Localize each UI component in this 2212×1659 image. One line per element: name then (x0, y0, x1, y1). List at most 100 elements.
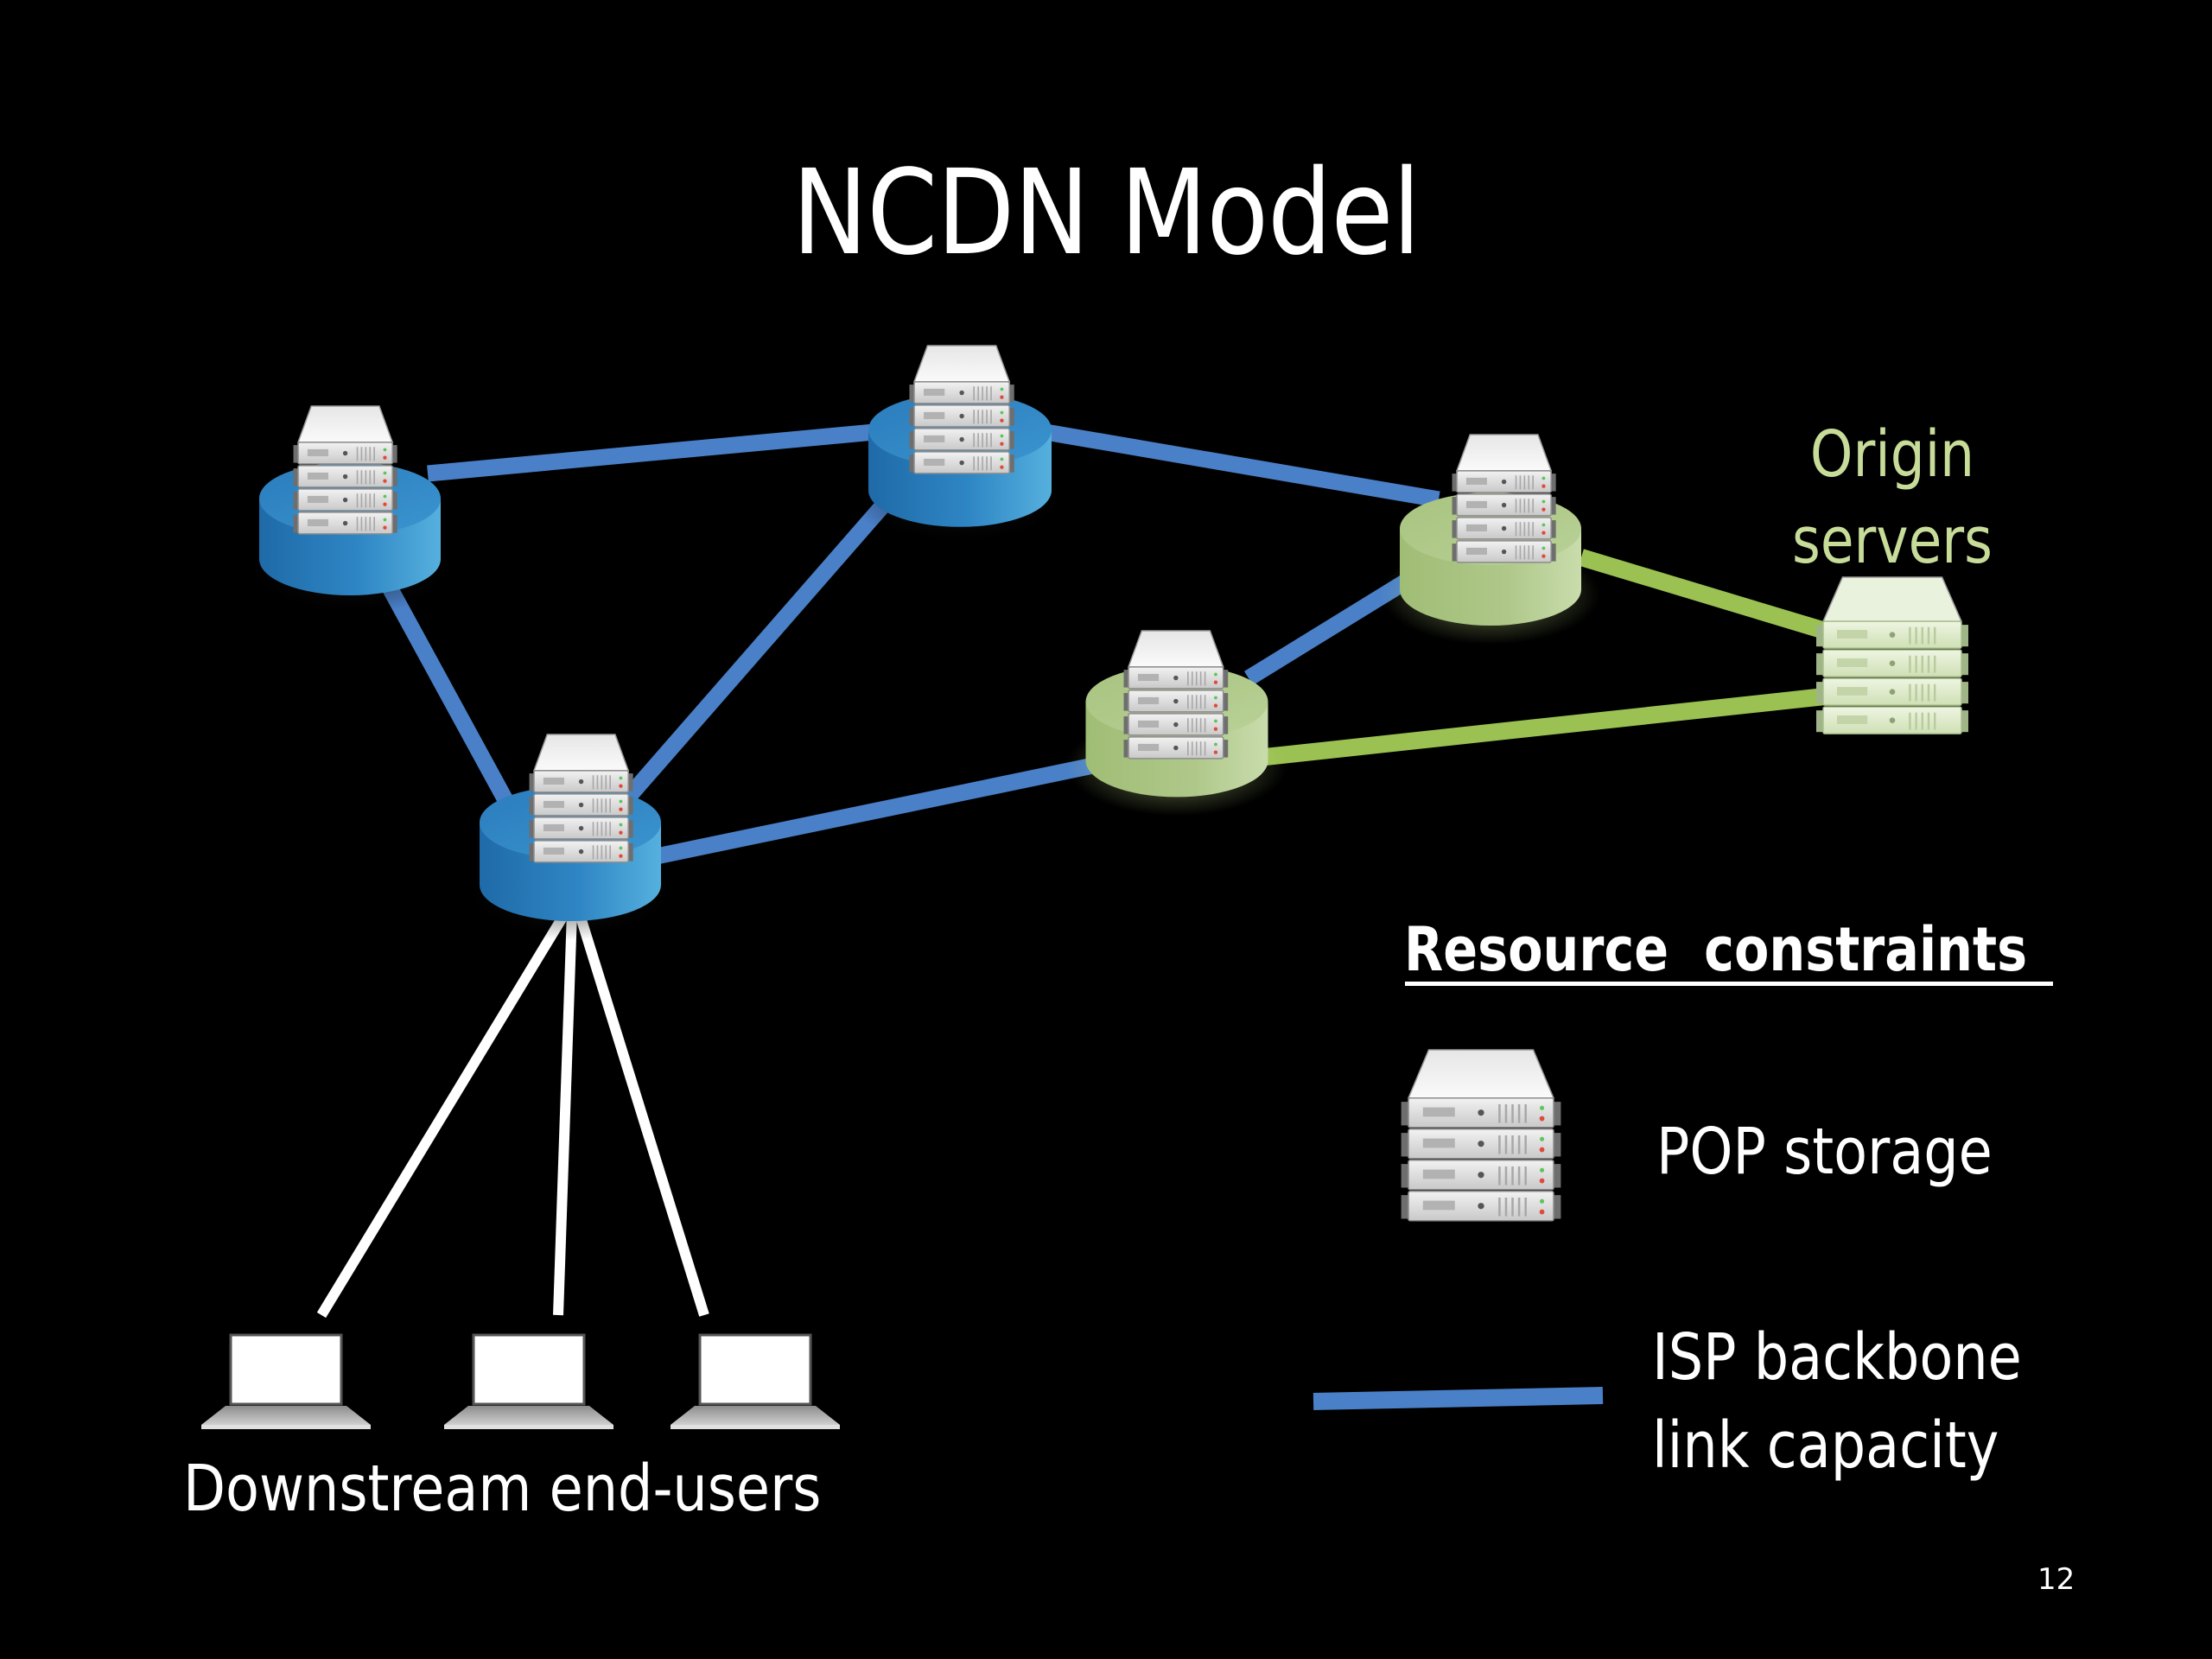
laptop-edge (671, 1425, 840, 1429)
drive-bay (543, 847, 564, 855)
laptop-edge (444, 1425, 613, 1429)
rack-ear (1554, 1102, 1561, 1126)
rack-ear (293, 492, 298, 510)
rack-ear (1223, 740, 1229, 758)
vent-slot (1511, 1135, 1514, 1154)
status-led-red (619, 784, 623, 788)
vent-slot (1934, 626, 1936, 645)
nodes-layer (240, 345, 1968, 940)
origin-servers-label: Origin servers (1783, 411, 2003, 584)
server-stack-icon (1452, 434, 1556, 563)
rack-ear (909, 385, 914, 403)
pop-node (461, 734, 680, 940)
drive-bay (924, 388, 945, 397)
vent-slot (1909, 712, 1911, 730)
drive-bay (1837, 687, 1868, 696)
drive-bay (543, 800, 564, 809)
vent-slot (1498, 1104, 1501, 1123)
status-led-red (1541, 554, 1546, 558)
vent-slot (365, 517, 367, 531)
power-button (578, 849, 584, 855)
rack-ear (1223, 693, 1229, 711)
vent-slot (360, 447, 363, 461)
vent-slot (977, 386, 979, 401)
status-led-red (383, 455, 387, 460)
vent-slot (1504, 1166, 1508, 1185)
drive-bay (924, 435, 945, 443)
rack-ear (1123, 670, 1128, 688)
vent-slot (1921, 683, 1923, 702)
vent-slot (1199, 671, 1202, 686)
pop-node (240, 405, 460, 614)
vent-slot (605, 845, 607, 860)
vent-slot (1504, 1198, 1508, 1217)
rack-ear (1123, 716, 1128, 734)
drive-bay (1137, 673, 1160, 682)
server-cap (532, 734, 630, 772)
origin-link-pop4-origin (1255, 688, 1827, 766)
rack-ear (392, 468, 397, 486)
vent-slot (1532, 475, 1534, 490)
vent-slot (596, 822, 599, 836)
status-led-green (619, 799, 623, 804)
vent-slot (1532, 545, 1534, 560)
vent-slot (1528, 475, 1530, 490)
vent-slot (1195, 718, 1198, 733)
vent-slot (365, 493, 367, 508)
vent-slot (1199, 741, 1202, 756)
vent-slot (990, 433, 992, 448)
vent-slot (1515, 499, 1517, 513)
vent-slot (973, 386, 976, 401)
power-button (342, 450, 348, 456)
status-led-red (619, 807, 623, 811)
status-led-green (1000, 434, 1004, 438)
rack-ear (1554, 1164, 1561, 1188)
vent-slot (596, 798, 599, 813)
rack-ear (1554, 1133, 1561, 1157)
vent-slot (609, 822, 611, 836)
vent-slot (1532, 522, 1534, 537)
status-led-red (1213, 750, 1218, 754)
rack-ear (1009, 385, 1014, 403)
rack-ear (1401, 1102, 1408, 1126)
vent-slot (601, 798, 603, 813)
vent-slot (1921, 626, 1923, 645)
power-button (959, 436, 964, 442)
vent-slot (601, 775, 603, 790)
rack-ear (293, 468, 298, 486)
backbone-link-pop1-pop2 (427, 423, 875, 482)
vent-slot (982, 433, 983, 448)
status-led-green (619, 823, 623, 827)
rack-ear (529, 773, 534, 791)
power-button (578, 825, 584, 831)
vent-slot (373, 493, 375, 508)
vent-slot (1528, 499, 1530, 513)
drive-bay (1137, 743, 1160, 752)
status-led-red (1213, 727, 1218, 731)
laptop-keyboard (444, 1406, 613, 1425)
vent-slot (1191, 741, 1193, 756)
vent-slot (977, 433, 979, 448)
status-led-green (1214, 742, 1217, 747)
rack-ear (1551, 497, 1556, 515)
laptop-icon (201, 1333, 371, 1429)
legend-title: Resource constraints (1404, 914, 2028, 985)
rack-ear (1961, 653, 1968, 676)
status-led-red (383, 479, 387, 483)
vent-slot (1523, 499, 1526, 513)
rack-ear (529, 843, 534, 861)
vent-slot (973, 456, 976, 471)
vent-slot (1511, 1166, 1514, 1185)
drive-bay (1137, 720, 1160, 728)
vent-slot (986, 456, 988, 471)
status-led-red (619, 854, 623, 858)
vent-slot (1191, 671, 1193, 686)
rack-ear (628, 843, 633, 861)
vent-slot (1504, 1135, 1508, 1154)
status-led-red (1000, 395, 1004, 399)
vent-slot (1515, 545, 1517, 560)
vent-slot (990, 410, 992, 424)
vent-slot (369, 470, 372, 485)
rack-ear (1452, 474, 1457, 492)
drive-bay (1465, 547, 1487, 556)
